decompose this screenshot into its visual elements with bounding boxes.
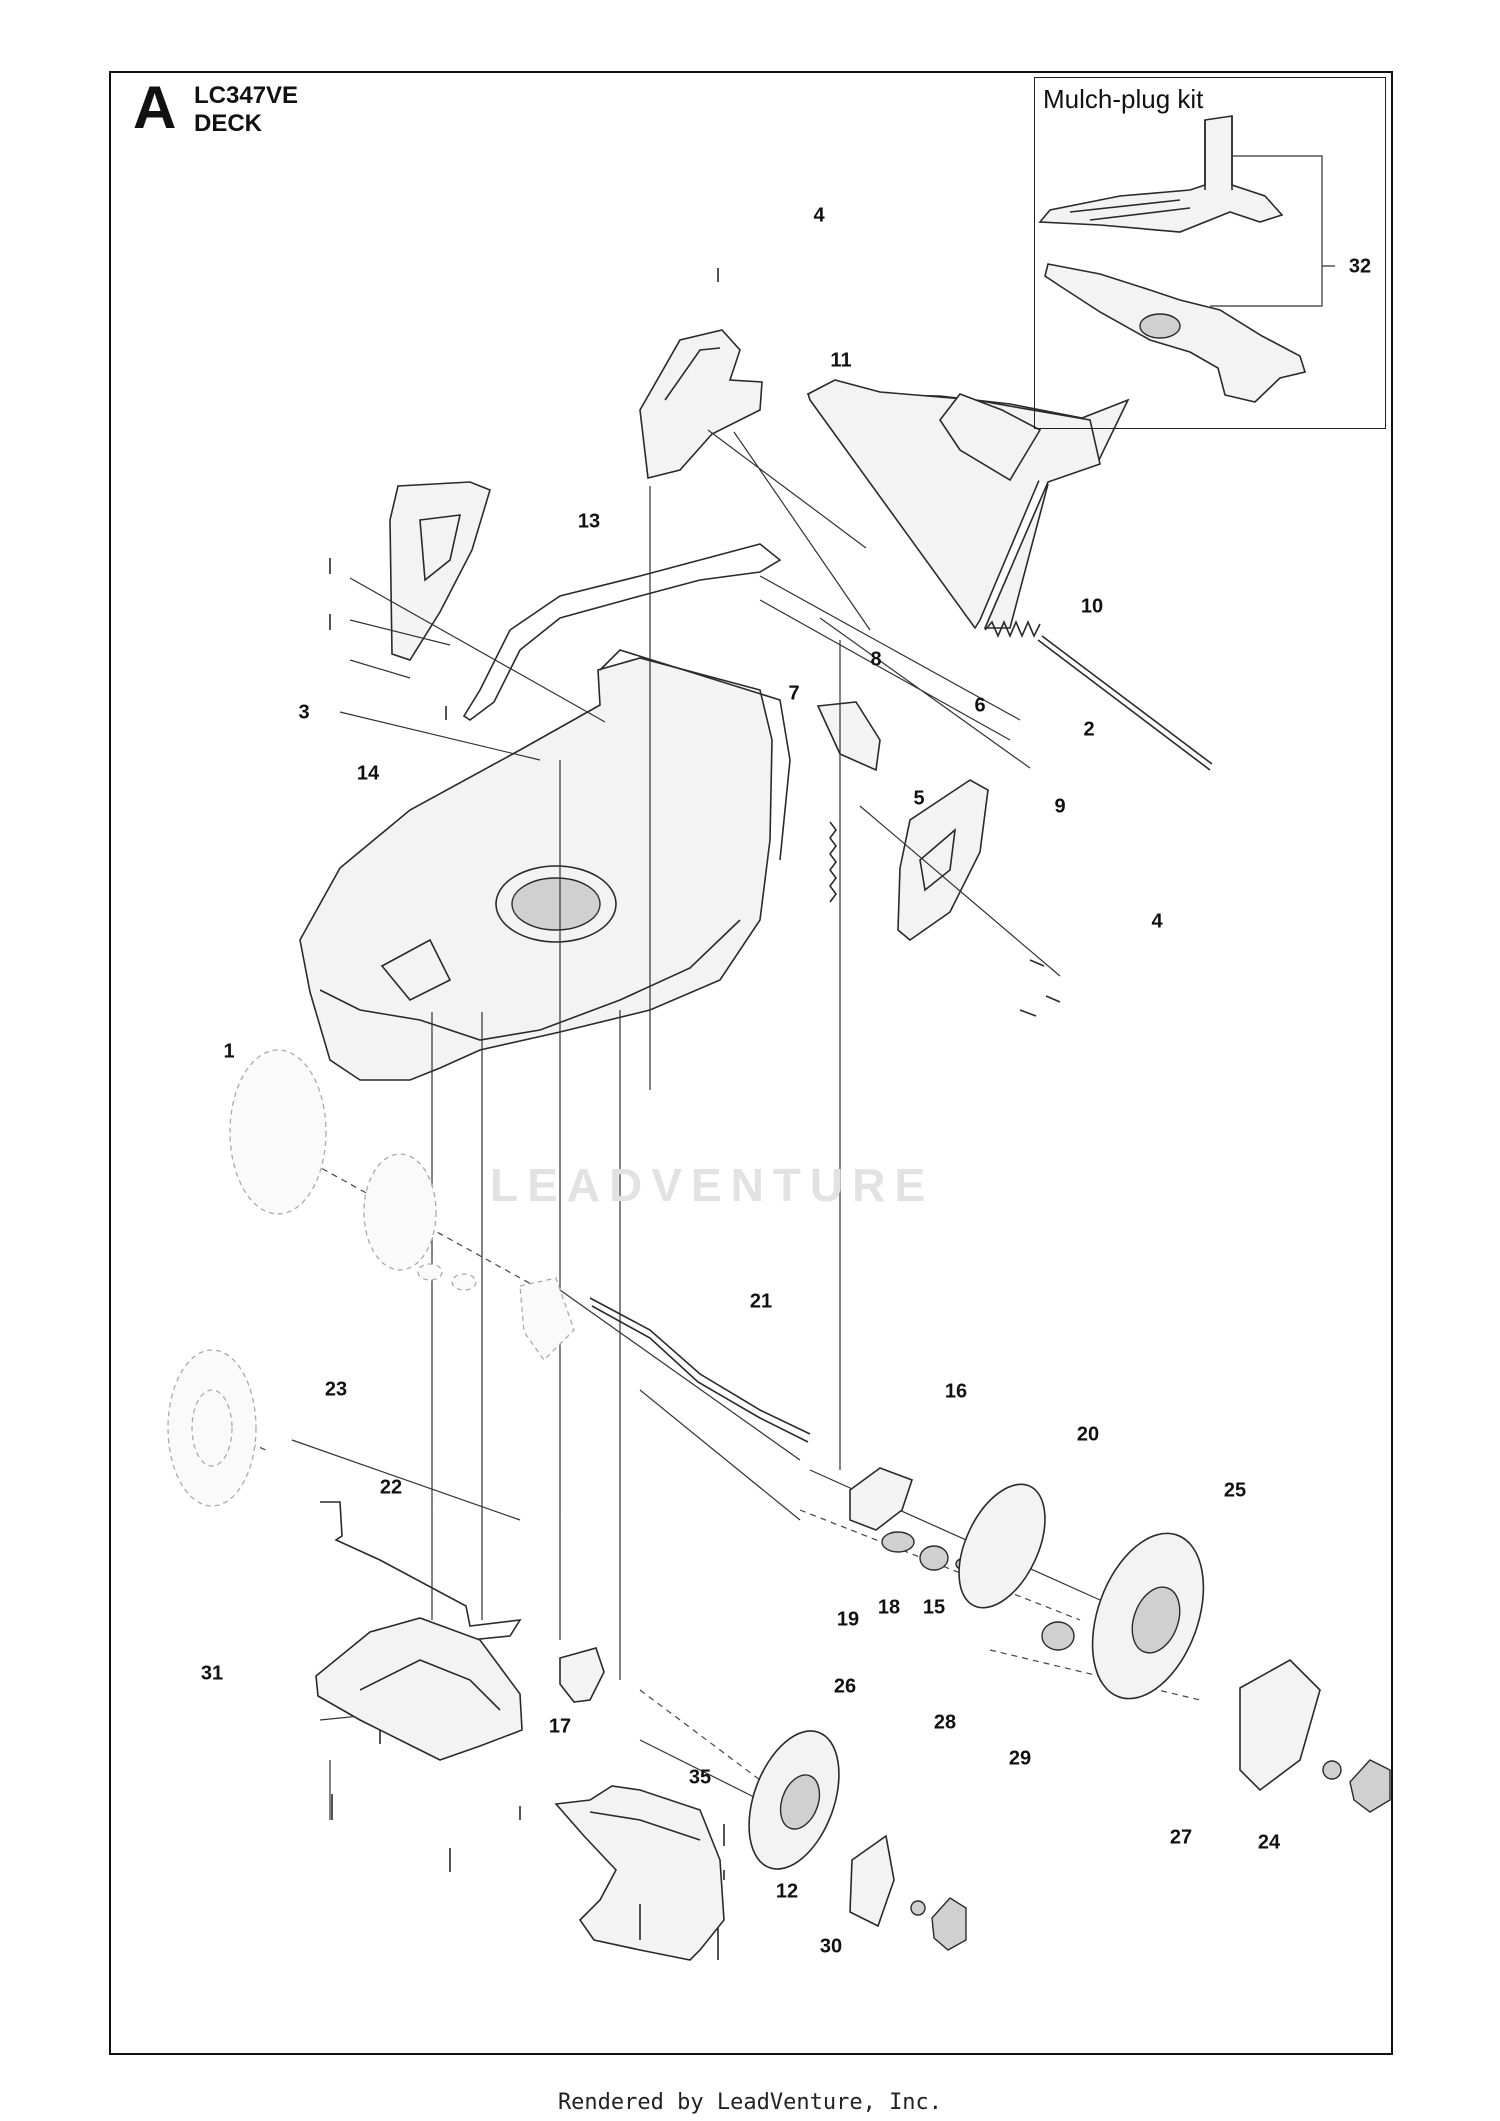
callout-6[interactable]: 6: [974, 694, 986, 717]
rear-axle-part: [320, 1501, 522, 1641]
callout-5[interactable]: 5: [913, 787, 925, 810]
front-wheel-ghost-part: [229, 1049, 575, 1362]
hub-cap-right-part: [1349, 1759, 1391, 1813]
section-letter: A: [133, 74, 177, 141]
callout-23[interactable]: 23: [324, 1378, 348, 1401]
mulch-kit-inset: [1034, 77, 1386, 429]
callout-4-top[interactable]: 4: [813, 204, 825, 227]
screws: [329, 268, 1061, 1960]
callout-14[interactable]: 14: [356, 762, 380, 785]
callout-16[interactable]: 16: [944, 1380, 968, 1403]
callout-20[interactable]: 20: [1076, 1423, 1100, 1446]
inset-title: Mulch-plug kit: [1043, 84, 1204, 114]
bracket-16-part: [849, 1467, 914, 1531]
callout-9[interactable]: 9: [1054, 795, 1066, 818]
callout-30[interactable]: 30: [819, 1935, 843, 1958]
rear-chute-part: [554, 1785, 725, 1961]
callout-17[interactable]: 17: [548, 1715, 572, 1738]
height-bracket-right-part: [897, 779, 989, 942]
callout-27[interactable]: 27: [1169, 1826, 1193, 1849]
rod-part: [1037, 635, 1213, 771]
handle-bracket-part: [639, 329, 763, 479]
callout-15[interactable]: 15: [922, 1596, 946, 1619]
callout-32[interactable]: 32: [1348, 255, 1372, 278]
callout-12[interactable]: 12: [775, 1880, 799, 1903]
callout-13[interactable]: 13: [577, 510, 601, 533]
callout-22[interactable]: 22: [379, 1476, 403, 1499]
spring-5-part: [829, 821, 837, 903]
footer-credit: Rendered by LeadVenture, Inc.: [557, 2090, 943, 2115]
callout-26[interactable]: 26: [833, 1675, 857, 1698]
callout-3[interactable]: 3: [298, 701, 310, 724]
callout-7[interactable]: 7: [788, 682, 800, 705]
diagram-frame: [109, 71, 1393, 2055]
callout-1[interactable]: 1: [223, 1040, 235, 1063]
callout-35[interactable]: 35: [688, 1766, 712, 1789]
skid-plate-part: [315, 1617, 523, 1761]
mulch-plug-part: [1038, 115, 1284, 233]
mulch-blade-part: [1044, 263, 1307, 403]
callout-4-right[interactable]: 4: [1151, 910, 1163, 933]
callout-31[interactable]: 31: [200, 1662, 224, 1685]
callout-24[interactable]: 24: [1257, 1831, 1281, 1854]
hub-cover-28-part: [849, 1834, 895, 1928]
bushing-18-part: [919, 1545, 949, 1571]
nut-front-part: [910, 1900, 926, 1916]
rear-wheel-left-ghost-part: [167, 1349, 257, 1507]
callout-19[interactable]: 19: [836, 1608, 860, 1631]
rear-cover-part: [806, 379, 1130, 630]
hub-cover-27-part: [1239, 1659, 1321, 1792]
bracket-6-part: [816, 701, 881, 772]
callout-21[interactable]: 21: [749, 1290, 773, 1313]
deck-part: [299, 649, 791, 1081]
height-bracket-left-part: [389, 481, 491, 661]
assembly-lines: [291, 429, 1101, 1820]
callout-25[interactable]: 25: [1223, 1479, 1247, 1502]
leader-32: [1210, 155, 1335, 307]
spring-part: [984, 619, 1041, 639]
hub-cap-29-part: [931, 1897, 967, 1951]
section-name: DECK: [194, 110, 263, 137]
nut-24-part: [1322, 1760, 1342, 1780]
callout-8[interactable]: 8: [870, 648, 882, 671]
callout-29[interactable]: 29: [1008, 1747, 1032, 1770]
callout-11[interactable]: 11: [830, 349, 852, 372]
gear-cover-part: [958, 1483, 1046, 1609]
watermark-text: LEADVENTURE: [490, 1159, 935, 1211]
rear-wheel-right-part: [1041, 1532, 1205, 1700]
bushing-19-part: [881, 1531, 915, 1553]
callout-18[interactable]: 18: [877, 1596, 901, 1619]
bracket-17-part: [559, 1647, 605, 1703]
height-rod-part: [589, 1297, 811, 1443]
front-wheel-part: [748, 1730, 840, 1870]
callout-2[interactable]: 2: [1083, 718, 1095, 741]
callout-28[interactable]: 28: [933, 1711, 957, 1734]
model-number: LC347VE: [194, 82, 299, 109]
callout-10[interactable]: 10: [1080, 595, 1104, 618]
